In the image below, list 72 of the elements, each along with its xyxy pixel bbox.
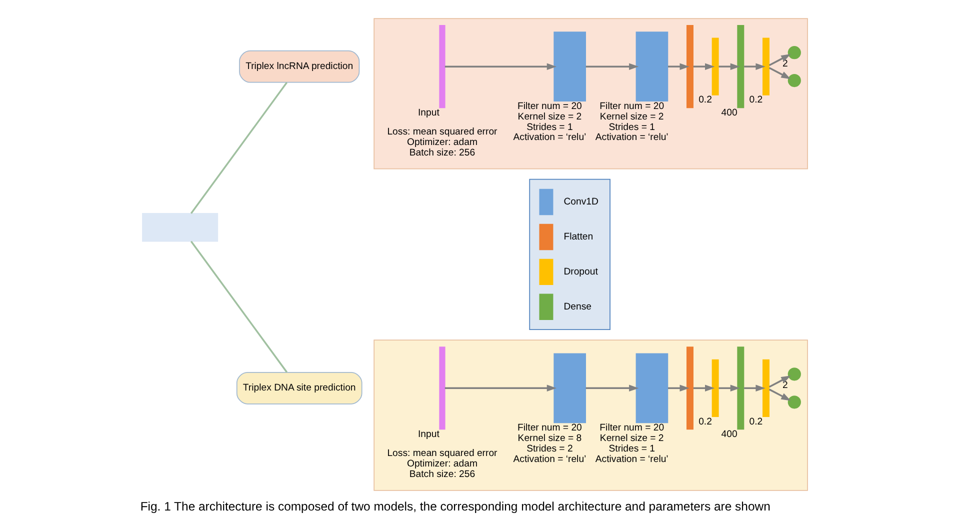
arrow bbox=[744, 384, 765, 392]
node-label: Filter num = 20 bbox=[517, 422, 582, 434]
node-bar bbox=[438, 25, 445, 108]
node-label: Strides = 1 bbox=[608, 122, 654, 133]
arrow bbox=[718, 384, 740, 392]
arrow bbox=[585, 384, 638, 392]
legend-label: Flatten bbox=[563, 231, 593, 242]
arrow bbox=[744, 63, 765, 70]
node-label: Activation = ‘relu’ bbox=[512, 454, 586, 465]
node-bar bbox=[736, 346, 744, 430]
node-bar bbox=[438, 346, 445, 430]
arrow bbox=[768, 54, 790, 66]
node-box bbox=[553, 353, 586, 424]
arrow bbox=[668, 384, 689, 392]
arrow bbox=[444, 63, 556, 70]
node-label: 400 bbox=[720, 107, 737, 118]
node-label: Kernel size = 2 bbox=[599, 432, 664, 444]
node-label: Activation = ‘relu’ bbox=[512, 132, 586, 144]
node-box bbox=[635, 32, 668, 102]
node-box bbox=[553, 32, 586, 102]
node-label: Activation = ‘relu’ bbox=[594, 454, 668, 465]
node-label: Input bbox=[418, 428, 439, 440]
node-label: Kernel size = 8 bbox=[517, 432, 582, 444]
arrow bbox=[768, 67, 790, 80]
node-label: Kernel size = 2 bbox=[599, 111, 664, 122]
node-label: 0.2 bbox=[748, 416, 762, 428]
node-text: Loss: mean squared error Optimizer: adam Batch size: 256 bbox=[386, 448, 497, 480]
arrow bbox=[768, 376, 790, 388]
node-label: 400 bbox=[720, 428, 737, 440]
arrow bbox=[692, 63, 714, 70]
node-label: Strides = 1 bbox=[526, 122, 572, 133]
arrow bbox=[585, 63, 638, 70]
arrow bbox=[718, 63, 740, 70]
node-box bbox=[635, 353, 668, 424]
legend-label: Dense bbox=[563, 301, 591, 312]
node-label: Filter num = 20 bbox=[517, 100, 582, 112]
cluster bbox=[373, 340, 808, 491]
connector bbox=[190, 240, 288, 373]
cluster bbox=[373, 18, 808, 170]
node-circle bbox=[787, 368, 800, 381]
connector bbox=[190, 82, 288, 214]
node-box: Triplex DNA site prediction bbox=[236, 372, 362, 404]
arrow bbox=[444, 384, 556, 392]
node-bar bbox=[686, 346, 693, 430]
node-label: Input bbox=[418, 107, 439, 118]
node-bar bbox=[711, 359, 718, 417]
legend-label: Conv1D bbox=[563, 196, 598, 208]
node-label: Activation = ‘relu’ bbox=[594, 132, 668, 144]
node-bar bbox=[711, 38, 718, 96]
node-label: Kernel size = 2 bbox=[517, 111, 582, 122]
node-label: Filter num = 20 bbox=[599, 422, 664, 434]
node-label: Filter num = 20 bbox=[599, 100, 664, 112]
node-label: 0.2 bbox=[698, 416, 712, 428]
node-box bbox=[142, 212, 218, 242]
node-label: Strides = 1 bbox=[608, 443, 654, 454]
node-bar bbox=[762, 359, 769, 417]
node-circle bbox=[787, 46, 800, 60]
node-circle bbox=[787, 74, 800, 88]
arrow bbox=[692, 384, 714, 392]
node-bar bbox=[762, 38, 769, 96]
node-circle bbox=[787, 396, 800, 409]
node-label: 0.2 bbox=[748, 94, 762, 106]
node-bar bbox=[686, 25, 693, 108]
node-label: 0.2 bbox=[698, 94, 712, 106]
legend-label: Dropout bbox=[563, 266, 598, 278]
node-label: Strides = 2 bbox=[526, 443, 572, 454]
node-bar bbox=[736, 25, 744, 108]
caption: Fig. 1 The architecture is composed of two models, the corresponding model architecture and parameters are shown bbox=[140, 500, 770, 514]
node-box: Triplex lncRNA prediction bbox=[238, 50, 360, 83]
arrow bbox=[668, 63, 689, 70]
node-text: Loss: mean squared error Optimizer: adam Batch size: 256 bbox=[386, 126, 497, 159]
arrow bbox=[768, 388, 790, 401]
